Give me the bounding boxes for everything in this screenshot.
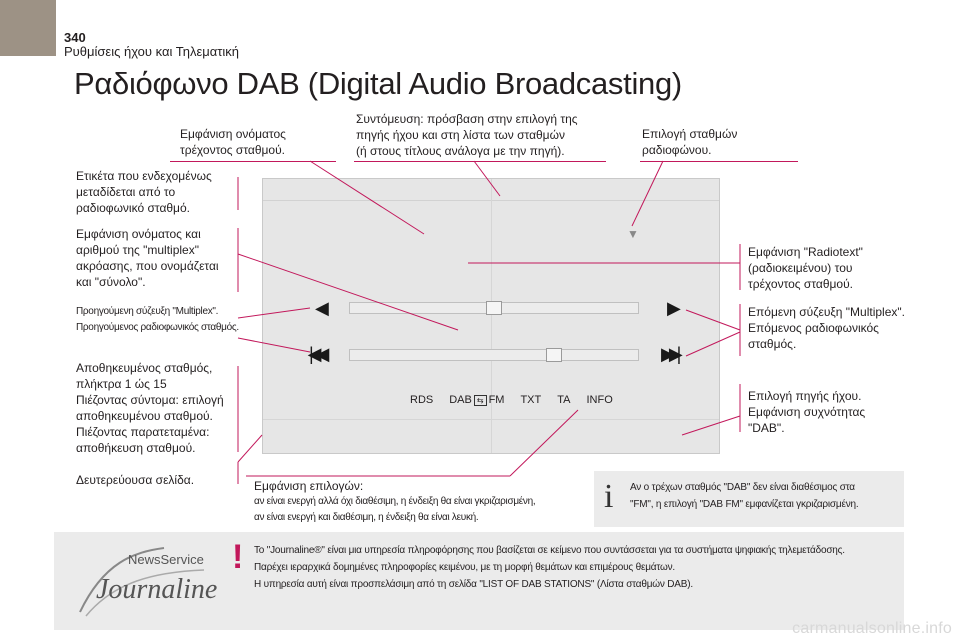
leader-line bbox=[309, 160, 425, 235]
caption-underline bbox=[170, 161, 336, 162]
leader-line bbox=[681, 415, 741, 436]
leader-line bbox=[631, 160, 664, 227]
leader-line bbox=[237, 253, 459, 331]
caption-underline bbox=[354, 161, 606, 162]
caption-labels: Ετικέτα που ενδεχομένως μεταδίδεται από … bbox=[76, 169, 212, 215]
caption-multiplex-name: Εμφάνιση ονόματος και αριθμού της "multi… bbox=[76, 227, 219, 289]
leader-line bbox=[237, 337, 311, 353]
page-number: 340 bbox=[64, 30, 86, 45]
caption-radiotext: Εμφάνιση "Radiotext" (ραδιοκειμένου) του… bbox=[748, 245, 863, 291]
logo-text-main: Journaline bbox=[96, 574, 217, 605]
caption-station-select: Επιλογή σταθμών ραδιοφώνου. bbox=[642, 127, 738, 157]
leader-line bbox=[685, 309, 741, 331]
corner-tab bbox=[0, 0, 56, 56]
caption-source: Επιλογή πηγής ήχου. Εμφάνιση συχνότητας … bbox=[748, 389, 866, 435]
skip-back-icon[interactable]: |◀◀ bbox=[309, 344, 329, 364]
caption-secondary-page: Δευτερεύουσα σελίδα. bbox=[76, 473, 195, 487]
screen-divider bbox=[263, 419, 719, 420]
caption-underline bbox=[640, 161, 798, 162]
caption-presets: Αποθηκευμένος σταθμός, πλήκτρα 1 ώς 15 Π… bbox=[76, 361, 224, 455]
caption-next: Επόμενη σύζευξη "Multiplex". Επόμενος ρα… bbox=[748, 305, 905, 351]
menu-dab-fm[interactable]: DAB⇆FM bbox=[449, 394, 505, 406]
note-box: NewsService Journaline ! Το "Journaline®… bbox=[54, 532, 904, 630]
caption-options-detail: αν είναι ενεργή αλλά όχι διαθέσιμη, η έν… bbox=[254, 496, 536, 523]
menu-rds[interactable]: RDS bbox=[410, 394, 434, 406]
radio-screen: ▼ ◀ ▶ |◀◀ ▶▶| RDS DAB⇆FM TXT TA INFO bbox=[262, 178, 720, 454]
info-box: i Αν ο τρέχων σταθμός "DAB" δεν είναι δι… bbox=[594, 471, 904, 527]
screen-menu: RDS DAB⇆FM TXT TA INFO bbox=[410, 394, 613, 406]
menu-info[interactable]: INFO bbox=[586, 394, 613, 406]
journaline-logo: NewsService Journaline bbox=[79, 547, 217, 617]
logo-text-top: NewsService bbox=[128, 552, 204, 567]
menu-ta[interactable]: TA bbox=[557, 394, 571, 406]
section-title: Ρυθμίσεις ήχου και Τηλεματική bbox=[64, 44, 240, 59]
slider-thumb[interactable] bbox=[546, 348, 562, 362]
multiplex-bar[interactable] bbox=[349, 301, 639, 315]
watermark: carmanualsonline.info bbox=[792, 620, 952, 637]
caption-station-name: Εμφάνιση ονόματος τρέχοντος σταθμού. bbox=[180, 127, 286, 157]
leader-line bbox=[473, 160, 501, 197]
page-title: Ραδιόφωνο DAB (Digital Audio Broadcastin… bbox=[74, 66, 682, 101]
station-bar[interactable] bbox=[349, 348, 639, 362]
note-text: Το "Journaline®" είναι μια υπηρεσία πληρ… bbox=[254, 545, 845, 590]
leader-line bbox=[237, 307, 311, 319]
info-icon: i bbox=[604, 478, 614, 515]
menu-txt[interactable]: TXT bbox=[520, 394, 542, 406]
leader-line bbox=[509, 409, 579, 477]
info-text: Αν ο τρέχων σταθμός "DAB" δεν είναι διαθ… bbox=[630, 482, 859, 510]
triangle-left-icon[interactable]: ◀ bbox=[315, 298, 329, 318]
exclamation-icon: ! bbox=[232, 538, 244, 576]
screen-divider bbox=[491, 179, 492, 453]
caption-shortcut: Συντόμευση: πρόσβαση στην επιλογή της πη… bbox=[356, 112, 578, 158]
caption-options-title: Εμφάνιση επιλογών: bbox=[254, 479, 364, 493]
slider-thumb[interactable] bbox=[486, 301, 502, 315]
leader-line bbox=[237, 434, 263, 463]
caption-previous: Προηγούμενη σύζευξη "Multiplex". Προηγού… bbox=[76, 306, 239, 333]
leader-line bbox=[685, 331, 741, 357]
triangle-right-icon[interactable]: ▶ bbox=[667, 298, 681, 318]
dab-fm-switch-icon: ⇆ bbox=[473, 395, 487, 406]
triangle-down-icon[interactable]: ▼ bbox=[627, 227, 639, 241]
